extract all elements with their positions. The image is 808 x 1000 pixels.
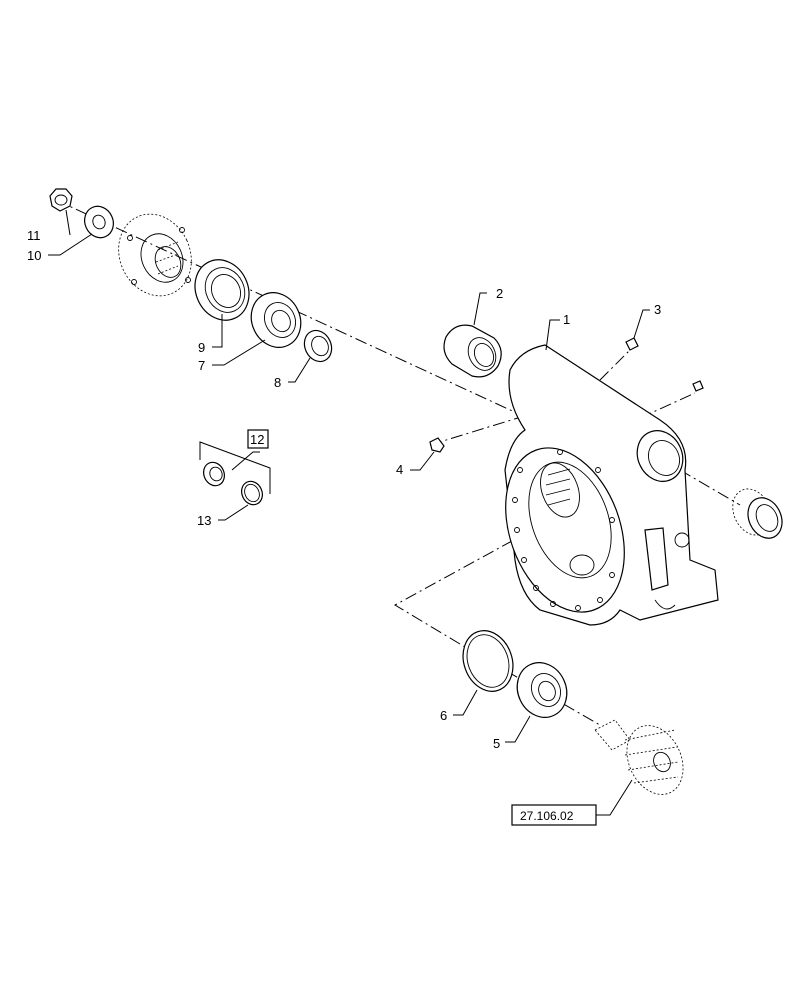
callout-3: 3	[654, 302, 661, 317]
pinion-gear[interactable]	[594, 716, 694, 803]
o-ring[interactable]	[455, 624, 521, 699]
callout-4: 4	[396, 462, 403, 477]
breather[interactable]	[429, 437, 445, 453]
kit-bushing[interactable]	[200, 459, 228, 489]
callout-5: 5	[493, 736, 500, 751]
washer[interactable]	[80, 202, 119, 243]
kit-o-ring[interactable]	[238, 478, 266, 508]
grease-fitting[interactable]	[625, 337, 704, 392]
callout-6: 6	[440, 708, 447, 723]
seal[interactable]	[185, 251, 258, 329]
axle-housing[interactable]	[484, 344, 719, 629]
callout-7: 7	[198, 358, 205, 373]
bushing-right[interactable]	[726, 483, 789, 544]
callout-1: 1	[563, 312, 570, 327]
callout-10: 10	[27, 248, 41, 263]
hex-nut[interactable]	[49, 188, 73, 212]
callout-2: 2	[496, 286, 503, 301]
callout-12: 12	[250, 432, 264, 447]
callout-leaders	[48, 209, 650, 816]
snap-ring[interactable]	[299, 326, 336, 366]
callout-labels: 1 2 3 4 5 6 7 8 9 10 11 12 13	[27, 228, 661, 751]
bushing[interactable]	[443, 324, 502, 378]
page-reference-text: 27.106.02	[520, 809, 574, 823]
callout-13: 13	[197, 513, 211, 528]
kit-bracket	[199, 441, 271, 494]
callout-8: 8	[274, 375, 281, 390]
page-reference-link[interactable]: 27.106.02	[511, 804, 597, 826]
callout-9: 9	[198, 340, 205, 355]
callout-11: 11	[27, 228, 41, 243]
pinion-bearing[interactable]	[508, 654, 575, 725]
bearing[interactable]	[242, 284, 309, 355]
flange[interactable]	[106, 202, 205, 308]
callout-12-box	[247, 429, 269, 449]
